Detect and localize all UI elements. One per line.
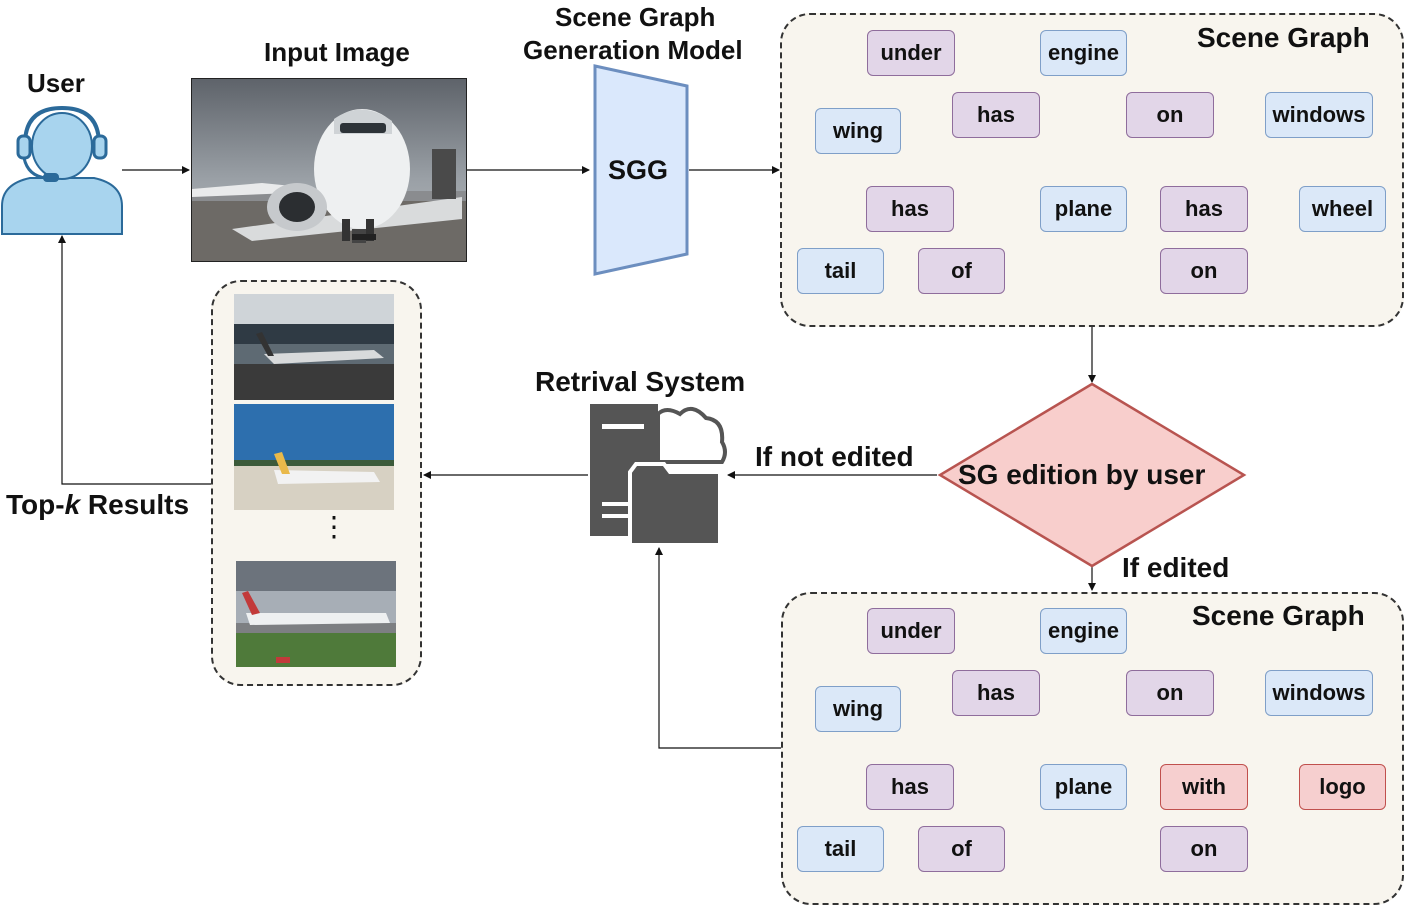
sgg-title-line1: Scene Graph: [555, 2, 716, 32]
node-logo-edited: logo: [1299, 764, 1386, 810]
node-wing: wing: [815, 108, 901, 154]
input-image-label: Input Image: [264, 37, 410, 67]
server-cloud-folder-icon: [590, 404, 727, 547]
decision-label: SG edition by user: [958, 459, 1206, 490]
node-wing: wing: [815, 686, 901, 732]
node-has: has: [952, 670, 1040, 716]
sgg-title-line2: Generation Model: [523, 35, 743, 65]
retrieval-system-label: Retrival System: [535, 366, 746, 397]
node-has: has: [1160, 186, 1248, 232]
user-label: User: [27, 68, 85, 98]
node-has: has: [866, 764, 954, 810]
node-under: under: [867, 30, 955, 76]
top-k-results-label: Top-k Results: [6, 489, 190, 520]
arrow-graph2-to-retrieval: [655, 547, 781, 749]
node-has: has: [866, 186, 954, 232]
node-of: of: [918, 826, 1005, 872]
node-windows: windows: [1265, 670, 1373, 716]
sgg-box-label: SGG: [608, 155, 669, 185]
scene-graph-title-original: Scene Graph: [1197, 22, 1370, 53]
if-edited-label: If edited: [1122, 552, 1230, 583]
node-on: on: [1160, 248, 1248, 294]
node-with-edited: with: [1160, 764, 1248, 810]
node-windows: windows: [1265, 92, 1373, 138]
node-of: of: [918, 248, 1005, 294]
node-tail: tail: [797, 248, 884, 294]
node-wheel: wheel: [1299, 186, 1386, 232]
node-plane: plane: [1040, 186, 1127, 232]
user-headset-icon: [1, 106, 123, 235]
result-image-k: [236, 561, 396, 667]
node-on: on: [1126, 670, 1214, 716]
decision-diamond: [937, 382, 1247, 568]
input-airplane-image: [191, 78, 467, 262]
node-has: has: [952, 92, 1040, 138]
node-on: on: [1160, 826, 1248, 872]
node-under: under: [867, 608, 955, 654]
node-engine: engine: [1040, 608, 1127, 654]
node-on: on: [1126, 92, 1214, 138]
node-plane: plane: [1040, 764, 1127, 810]
node-tail: tail: [797, 826, 884, 872]
result-image-1: [234, 294, 394, 400]
node-engine: engine: [1040, 30, 1127, 76]
if-not-edited-label: If not edited: [755, 441, 914, 472]
arrow-results-to-user: [58, 235, 211, 485]
sgg-model-shape: [593, 64, 689, 276]
scene-graph-title-edited: Scene Graph: [1192, 600, 1365, 631]
results-ellipsis: ⋮: [320, 511, 348, 542]
result-image-2: [234, 404, 394, 510]
